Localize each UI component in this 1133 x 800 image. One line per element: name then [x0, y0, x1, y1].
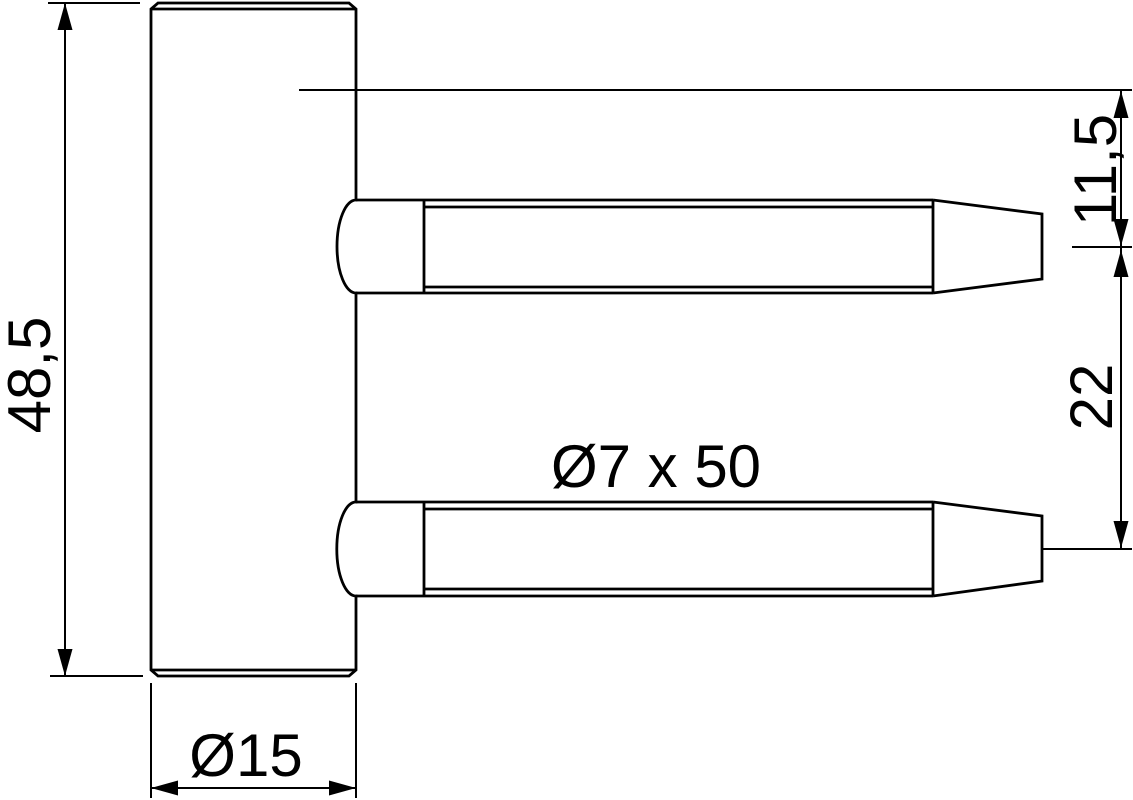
hinge-barrel: [149, 1, 358, 678]
bottom-pin-taper-tip: [932, 500, 1044, 598]
dimension-pin-positions: 11,5 22: [299, 89, 1132, 550]
pin-top-offset-label: 11,5: [1062, 114, 1129, 226]
offset-arrow-up: [1113, 91, 1129, 118]
top-pin-taper-tip: [932, 198, 1044, 295]
pin-spec-label: Ø7 x 50: [551, 433, 761, 500]
top-screw-pin: [356, 198, 1044, 295]
pin-spacing-label: 22: [1058, 364, 1125, 431]
spacing-arrow-up: [1113, 250, 1129, 277]
height-arrow-down: [57, 649, 73, 676]
barrel-outline: [149, 1, 358, 678]
offset-arrow-down: [1113, 219, 1129, 246]
height-arrow-up: [57, 3, 73, 30]
diameter-arrow-right: [329, 780, 356, 796]
spacing-arrow-down: [1113, 521, 1129, 548]
dimension-barrel-diameter: Ø15: [150, 683, 357, 798]
bottom-screw-pin: [356, 500, 1044, 598]
overall-height-label: 48,5: [0, 317, 63, 434]
diameter-arrow-left: [151, 780, 178, 796]
barrel-diameter-label: Ø15: [189, 722, 302, 789]
dimension-overall-height: 48,5: [0, 2, 143, 677]
